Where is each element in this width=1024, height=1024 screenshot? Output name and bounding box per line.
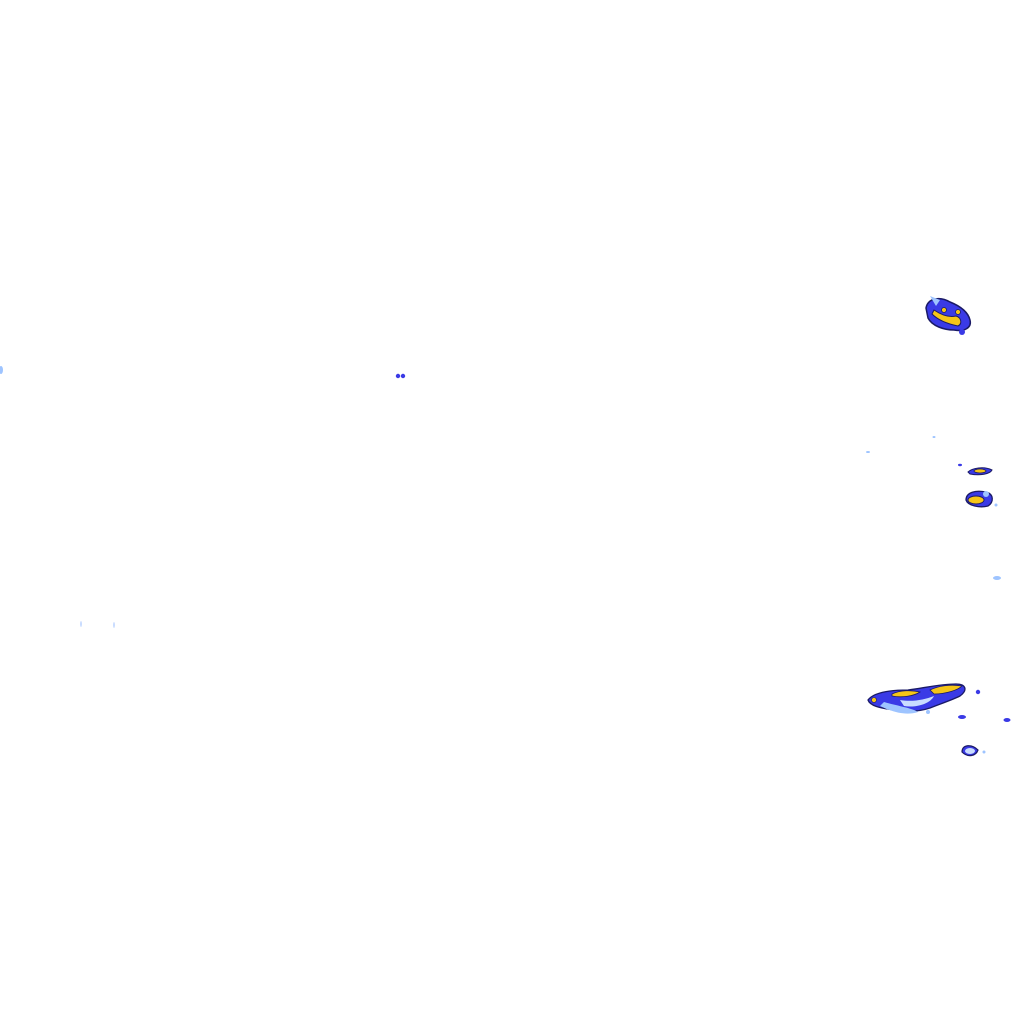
radar-echo-speck <box>395 373 406 379</box>
radar-echo-cell <box>967 467 993 476</box>
radar-echo-cell <box>925 296 972 335</box>
radar-echo-speck <box>958 689 1011 722</box>
radar-echo-speck <box>866 436 962 467</box>
radar-echo-speck <box>0 366 3 374</box>
radar-echo-cell <box>961 745 986 757</box>
radar-echo-speck <box>993 576 1001 580</box>
radar-echo-speck <box>80 621 115 628</box>
radar-echo-band <box>867 683 966 714</box>
radar-echo-cell <box>965 490 998 508</box>
